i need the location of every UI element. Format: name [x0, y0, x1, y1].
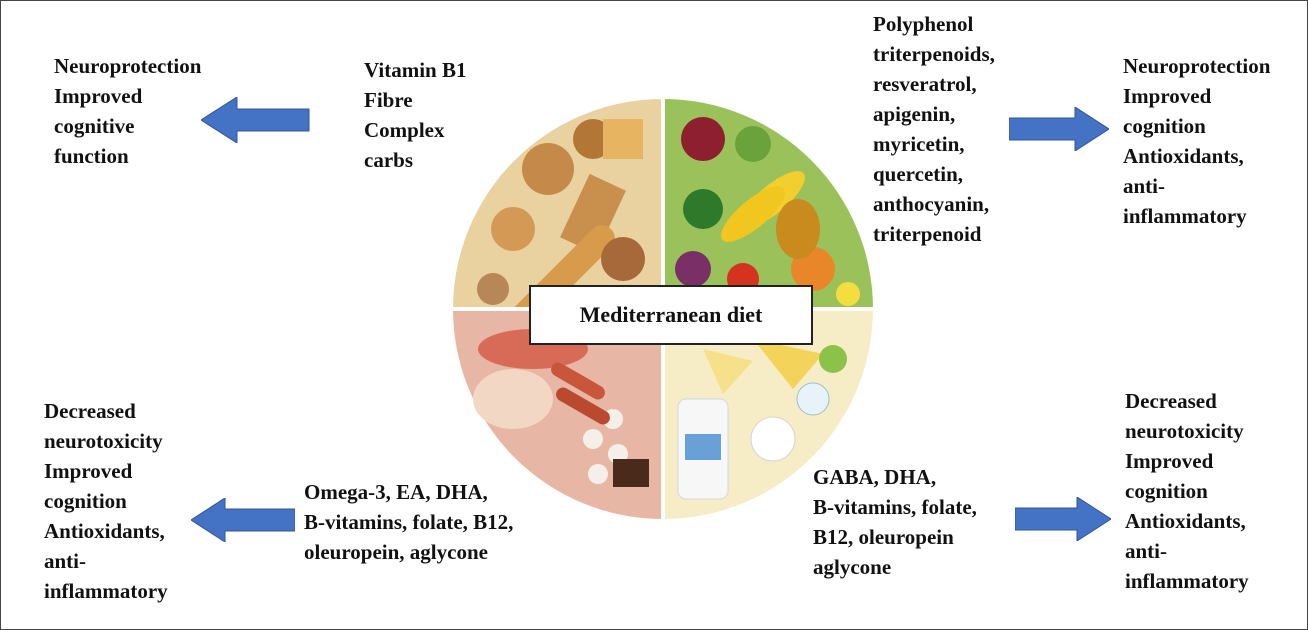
- right-arrow-icon: [1015, 497, 1111, 541]
- effect-line: cognition: [44, 486, 168, 516]
- nutrient-line: carbs: [364, 145, 466, 175]
- effect-line: Improved: [1125, 446, 1249, 476]
- effect-line: Improved: [1123, 81, 1270, 111]
- effect-line: cognition: [1123, 111, 1270, 141]
- effect-line: cognition: [1125, 476, 1249, 506]
- effect-line: Neuroprotection: [1123, 51, 1270, 81]
- effect-line: Antioxidants,: [44, 516, 168, 546]
- effect-line: Neuroprotection: [54, 51, 201, 81]
- effect-line: inflammatory: [44, 576, 168, 606]
- nutrient-line: Omega-3, EA, DHA,: [304, 477, 513, 507]
- bottom-left-effects: Decreased neurotoxicity Improved cogniti…: [44, 396, 168, 606]
- nutrient-line: aglycone: [813, 552, 977, 582]
- nutrient-line: B-vitamins, folate,: [813, 492, 977, 522]
- effect-line: Antioxidants,: [1123, 141, 1270, 171]
- right-arrow-icon: [1009, 107, 1109, 151]
- nutrient-line: oleuropein, aglycone: [304, 537, 513, 567]
- effect-line: anti-: [44, 546, 168, 576]
- effect-line: anti-: [1123, 171, 1270, 201]
- effect-line: Improved: [44, 456, 168, 486]
- bottom-right-effects: Decreased neurotoxicity Improved cogniti…: [1125, 386, 1249, 596]
- effect-line: Decreased: [44, 396, 168, 426]
- nutrient-line: anthocyanin,: [873, 189, 995, 219]
- bottom-left-nutrients: Omega-3, EA, DHA, B-vitamins, folate, B1…: [304, 477, 513, 567]
- nutrient-line: Complex: [364, 115, 466, 145]
- nutrient-line: triterpenoid: [873, 219, 995, 249]
- effect-line: inflammatory: [1123, 201, 1270, 231]
- top-right-nutrients: Polyphenol triterpenoids, resveratrol, a…: [873, 9, 995, 249]
- effect-line: Antioxidants,: [1125, 506, 1249, 536]
- center-label: Mediterranean diet: [529, 285, 813, 345]
- effect-line: neurotoxicity: [44, 426, 168, 456]
- nutrient-line: B-vitamins, folate, B12,: [304, 507, 513, 537]
- effect-line: anti-: [1125, 536, 1249, 566]
- bottom-right-nutrients: GABA, DHA, B-vitamins, folate, B12, oleu…: [813, 462, 977, 582]
- nutrient-line: Fibre: [364, 85, 466, 115]
- effect-line: function: [54, 141, 201, 171]
- nutrient-line: quercetin,: [873, 159, 995, 189]
- effect-line: inflammatory: [1125, 566, 1249, 596]
- effect-line: Decreased: [1125, 386, 1249, 416]
- effect-line: cognitive: [54, 111, 201, 141]
- fruits-vegetables-quadrant: [663, 99, 873, 309]
- nutrient-line: GABA, DHA,: [813, 462, 977, 492]
- nutrient-line: resveratrol,: [873, 69, 995, 99]
- effect-line: Improved: [54, 81, 201, 111]
- nutrient-line: Vitamin B1: [364, 55, 466, 85]
- nutrient-line: apigenin,: [873, 99, 995, 129]
- nutrient-line: Polyphenol: [873, 9, 995, 39]
- top-right-effects: Neuroprotection Improved cognition Antio…: [1123, 51, 1270, 231]
- left-arrow-icon: [191, 498, 295, 542]
- nutrient-line: myricetin,: [873, 129, 995, 159]
- nutrient-line: B12, oleuropein: [813, 522, 977, 552]
- top-left-effects: Neuroprotection Improved cognitive funct…: [54, 51, 201, 171]
- left-arrow-icon: [201, 97, 311, 143]
- top-left-nutrients: Vitamin B1 Fibre Complex carbs: [364, 55, 466, 175]
- nutrient-line: triterpenoids,: [873, 39, 995, 69]
- effect-line: neurotoxicity: [1125, 416, 1249, 446]
